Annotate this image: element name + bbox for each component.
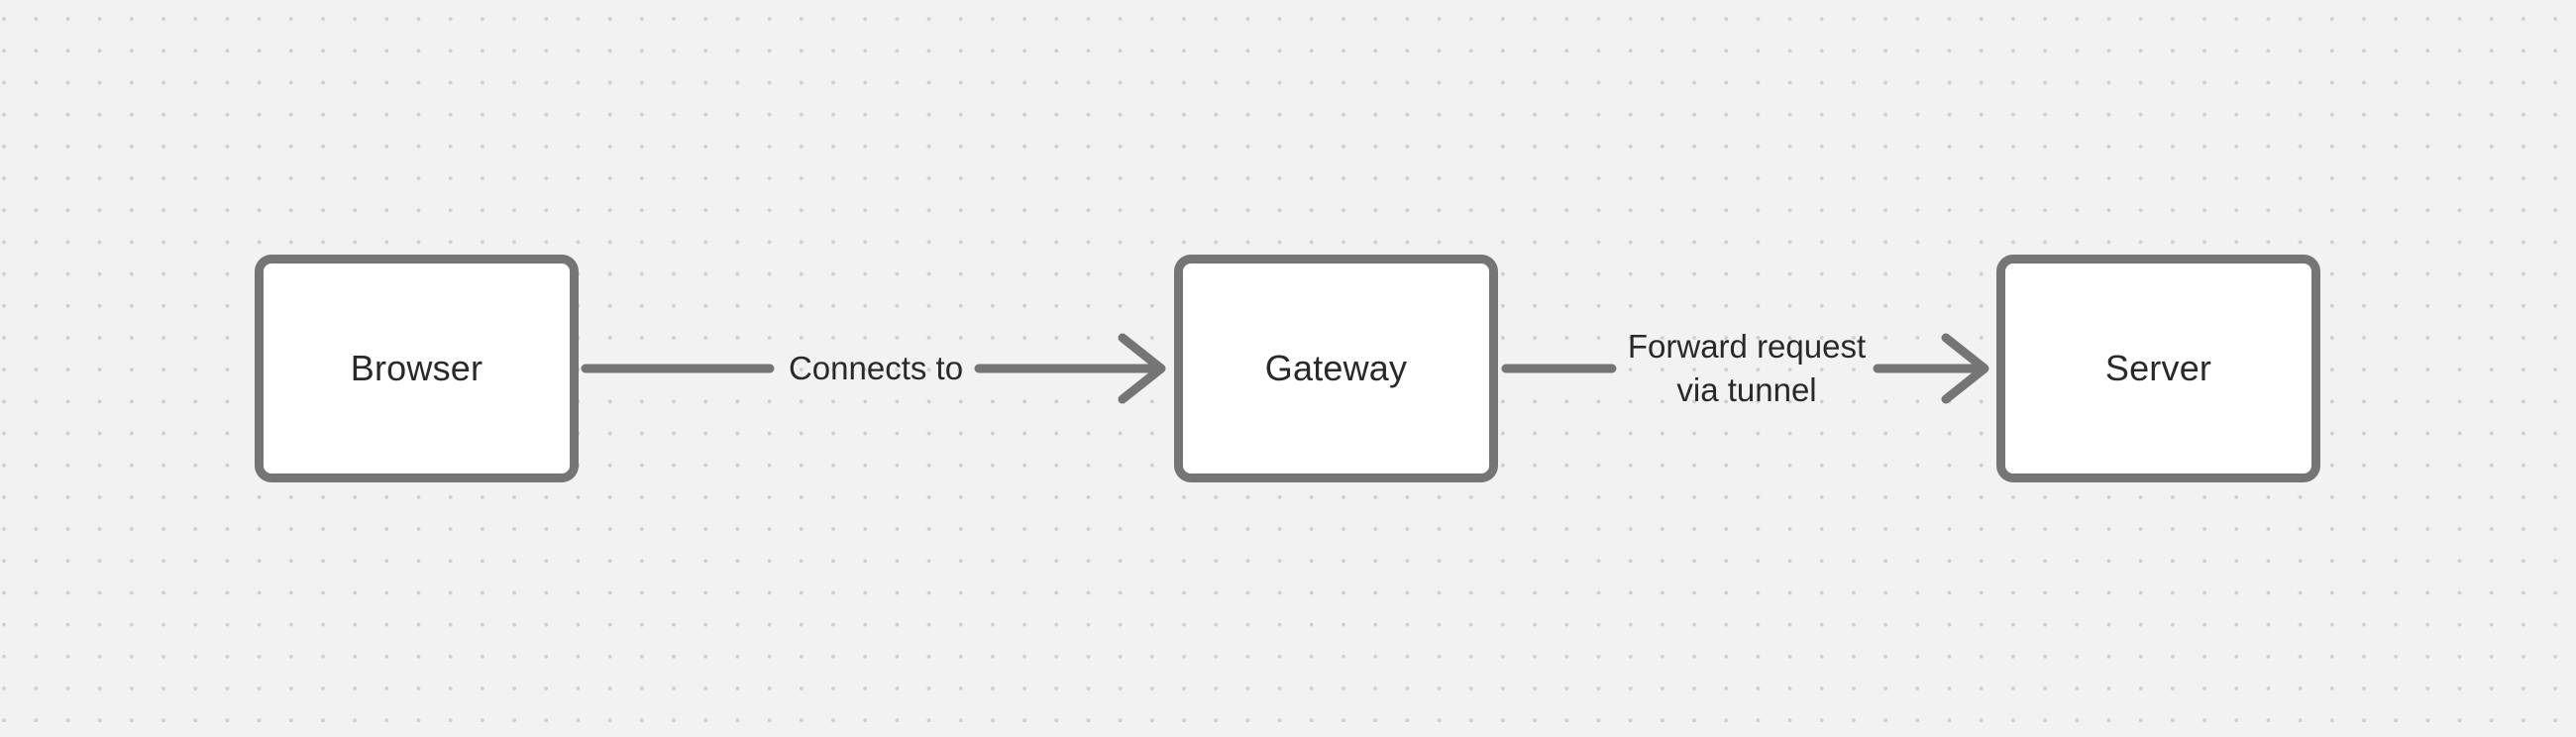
node-server-label: Server xyxy=(2104,348,2212,388)
edge-browser-gateway[interactable] xyxy=(581,333,1166,404)
node-browser-label: Browser xyxy=(350,348,483,388)
edge-label-connects-to[interactable]: Connects to xyxy=(789,347,963,390)
edge-label-forward-request[interactable]: Forward request via tunnel xyxy=(1628,325,1866,412)
node-server[interactable]: Server xyxy=(1996,255,2320,482)
edge-gateway-server[interactable] xyxy=(1501,333,1989,404)
edge-label-text: Connects to xyxy=(788,350,964,386)
node-gateway[interactable]: Gateway xyxy=(1174,255,1498,482)
node-browser[interactable]: Browser xyxy=(255,255,579,482)
edge-label-text: Forward request xyxy=(1627,328,1867,365)
arrow-head-icon xyxy=(1118,333,1166,404)
edge-label-text: via tunnel xyxy=(1676,371,1817,408)
arrow-head-icon xyxy=(1941,333,1989,404)
node-gateway-label: Gateway xyxy=(1264,348,1408,388)
